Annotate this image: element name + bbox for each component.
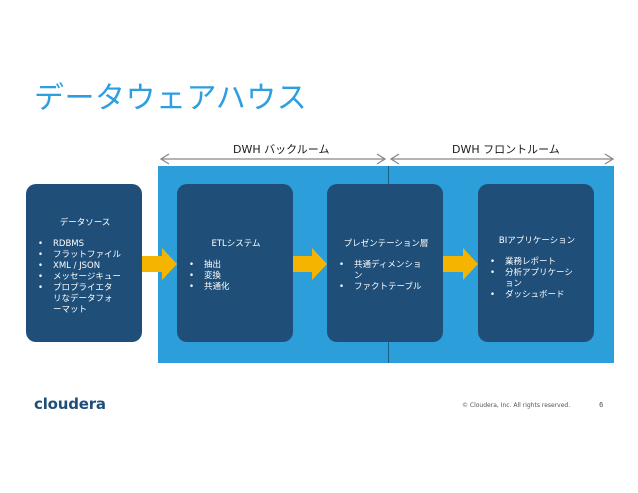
flow-arrow-1 (142, 248, 177, 280)
front-room-label: DWH フロントルーム (452, 143, 560, 156)
flow-arrow-3 (443, 248, 478, 280)
list-item: 業務レポート (490, 257, 584, 268)
flow-arrow-2 (293, 248, 327, 280)
bi-application-box: BIアプリケーション 業務レポート 分析アプリケーション ダッシュボード (478, 184, 594, 342)
slide-title: データウェアハウス (34, 81, 308, 116)
etl-system-box: ETLシステム 抽出 変換 共通化 (177, 184, 293, 342)
list-item: 分析アプリケーション (490, 268, 577, 290)
list-item: メッセージキュー (38, 272, 132, 283)
bi-application-list: 業務レポート 分析アプリケーション ダッシュボード (490, 257, 584, 301)
front-room-range-arrow (389, 153, 615, 165)
back-room-range-arrow (159, 153, 387, 165)
list-item: 変換 (189, 271, 283, 282)
data-source-heading: データソース (59, 218, 111, 228)
presentation-layer-list: 共通ディメンション ファクトテーブル (339, 260, 433, 293)
page-number: 6 (599, 401, 604, 409)
etl-system-heading: ETLシステム (211, 239, 261, 249)
list-item: 抽出 (189, 260, 283, 271)
presentation-layer-heading: プレゼンテーション層 (343, 239, 429, 249)
list-item: プロプライエタリなデータフォーマット (38, 283, 113, 316)
copyright-notice: © Cloudera, Inc. All rights reserved. (462, 402, 571, 409)
list-item: 共通ディメンション (339, 260, 426, 282)
back-room-label: DWH バックルーム (233, 143, 330, 156)
bi-application-heading: BIアプリケーション (498, 236, 576, 246)
list-item: 共通化 (189, 282, 283, 293)
data-source-list: RDBMS フラットファイル XML / JSON メッセージキュー プロプライ… (38, 239, 132, 316)
list-item: ダッシュボード (490, 290, 584, 301)
list-item: RDBMS (38, 239, 132, 250)
presentation-layer-box: プレゼンテーション層 共通ディメンション ファクトテーブル (327, 184, 443, 342)
list-item: ファクトテーブル (339, 282, 433, 293)
cloudera-logo: cloudera (34, 395, 106, 413)
etl-system-list: 抽出 変換 共通化 (189, 260, 283, 293)
data-source-box: データソース RDBMS フラットファイル XML / JSON メッセージキュ… (26, 184, 142, 342)
list-item: フラットファイル (38, 250, 132, 261)
list-item: XML / JSON (38, 261, 132, 272)
